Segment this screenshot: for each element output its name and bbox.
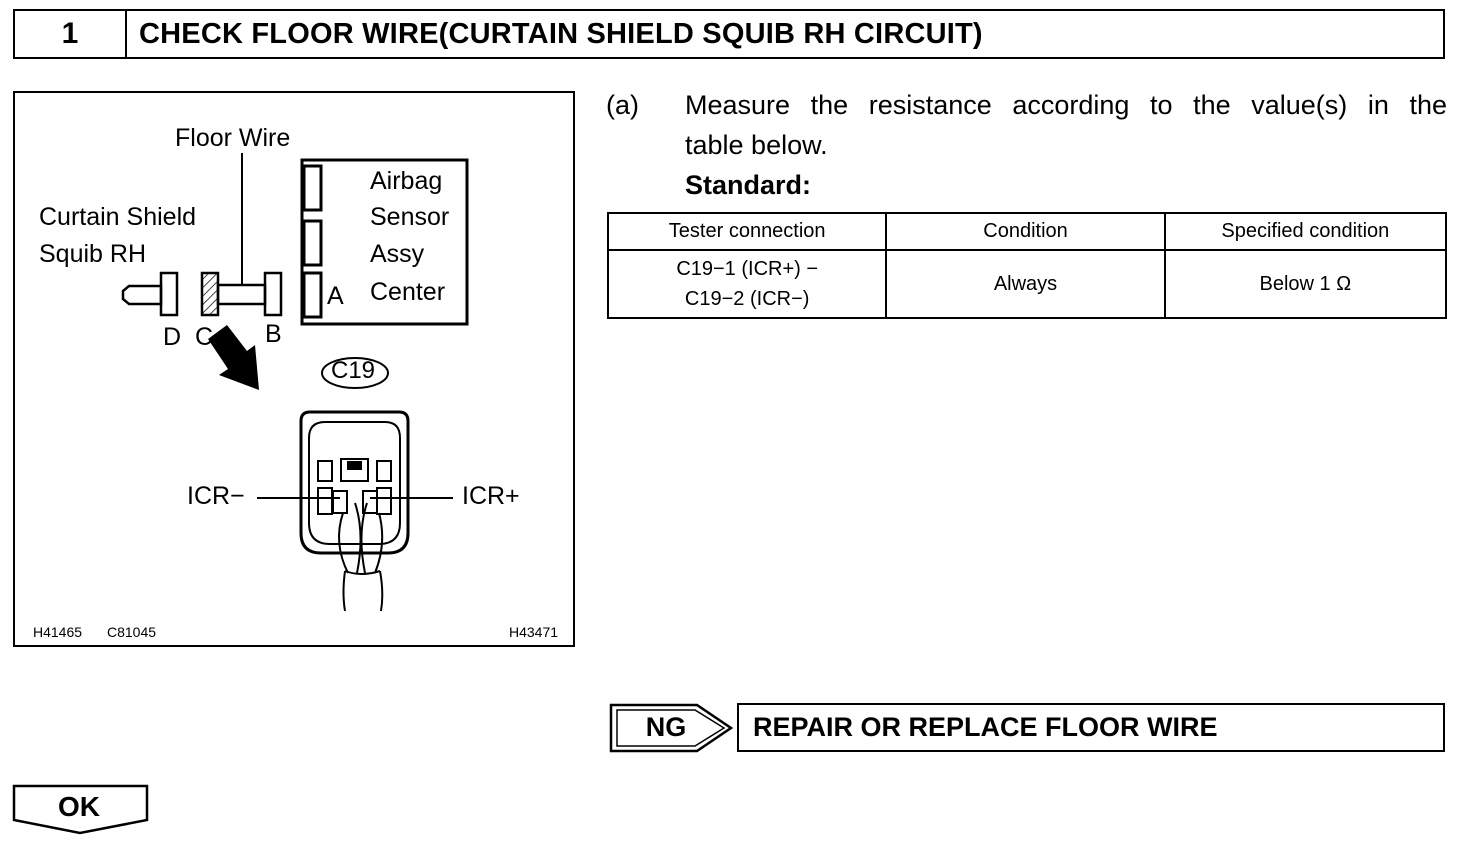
table-row: C19−1 (ICR+) − C19−2 (ICR−) Always Below… bbox=[606, 249, 1448, 319]
cell-tester-connection: C19−1 (ICR+) − C19−2 (ICR−) bbox=[606, 249, 888, 319]
header-condition: Condition bbox=[885, 212, 1166, 251]
icr-plus-label: ICR+ bbox=[462, 482, 520, 510]
curtain-shield-label-line2: Squib RH bbox=[39, 240, 146, 268]
connector-code-label: C19 bbox=[331, 357, 376, 384]
specification-table: Tester connection Condition Specified co… bbox=[606, 212, 1448, 319]
ng-arrow-shape bbox=[609, 703, 734, 753]
connector-c-label: C bbox=[195, 323, 214, 351]
airbag-sensor-label-line4: Center bbox=[370, 278, 446, 306]
airbag-sensor-label-line2: Sensor bbox=[370, 203, 450, 231]
ng-label: NG bbox=[645, 711, 687, 742]
airbag-sensor-label-line1: Airbag bbox=[370, 167, 443, 195]
instruction-line2: table below. bbox=[685, 130, 828, 160]
step-title: CHECK FLOOR WIRE(CURTAIN SHIELD SQUIB RH… bbox=[139, 17, 983, 50]
figure-code-3: H43471 bbox=[509, 624, 559, 640]
cell-specified-condition: Below 1 Ω bbox=[1163, 249, 1448, 319]
curtain-shield-label-line1: Curtain Shield bbox=[39, 203, 197, 231]
step-header: 1 CHECK FLOOR WIRE(CURTAIN SHIELD SQUIB … bbox=[13, 9, 1445, 59]
figure-code-2: C81045 bbox=[107, 624, 157, 640]
icr-minus-label: ICR− bbox=[187, 482, 245, 510]
connector-b-label: B bbox=[265, 320, 282, 348]
instruction-marker: (a) bbox=[606, 90, 639, 120]
connector-d-label: D bbox=[163, 323, 182, 351]
ng-action-box: REPAIR OR REPLACE FLOOR WIRE bbox=[737, 703, 1445, 752]
figure-code-1: H41465 bbox=[33, 624, 83, 640]
cell-condition: Always bbox=[885, 249, 1166, 319]
ok-arrow-shape bbox=[12, 784, 149, 835]
wiring-diagram-drawing bbox=[121, 153, 469, 612]
floor-wire-label: Floor Wire bbox=[175, 124, 291, 152]
tester-connection-line2: C19−2 (ICR−) bbox=[684, 288, 810, 310]
airbag-sensor-label-line3: Assy bbox=[370, 240, 425, 268]
header-tester-connection: Tester connection bbox=[606, 212, 888, 251]
header-specified-condition: Specified condition bbox=[1163, 212, 1448, 251]
tester-connection-line1: C19−1 (ICR+) − bbox=[676, 258, 819, 280]
standard-label: Standard: bbox=[685, 170, 812, 200]
connector-a-label: A bbox=[327, 282, 344, 310]
table-header-row: Tester connection Condition Specified co… bbox=[606, 212, 1448, 251]
instruction-line1: Measure the resistance according to the … bbox=[685, 90, 1447, 120]
wiring-figure: Floor Wire Curtain Shield Squib RH Airba… bbox=[13, 91, 575, 647]
step-number: 1 bbox=[15, 11, 127, 57]
ok-label: OK bbox=[58, 791, 100, 822]
